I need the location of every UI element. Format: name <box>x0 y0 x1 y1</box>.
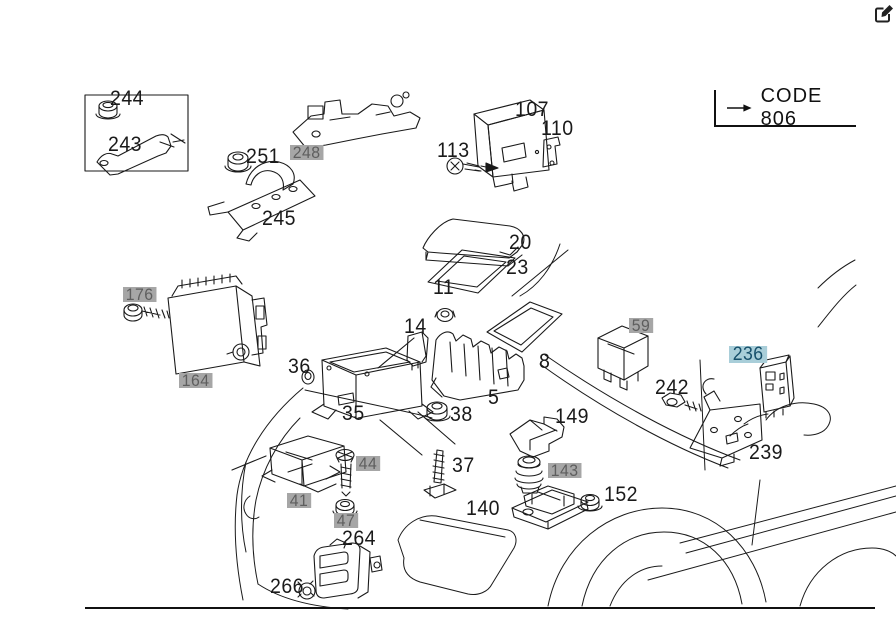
part-label-242: 242 <box>655 376 689 399</box>
code-label: CODE 806 <box>760 84 823 130</box>
drawing-107-110-113 <box>446 99 561 192</box>
part-label-140: 140 <box>466 497 500 520</box>
drawing-176-164 <box>123 273 268 375</box>
part-label-59[interactable]: 59 <box>629 317 654 334</box>
part-label-107: 107 <box>515 98 549 121</box>
bottom-border-line <box>85 607 875 609</box>
part-label-5: 5 <box>488 386 500 409</box>
part-label-143[interactable]: 143 <box>548 462 582 479</box>
part-label-264: 264 <box>342 527 376 550</box>
part-label-113: 113 <box>437 139 470 162</box>
drawing-14-5 <box>406 331 525 401</box>
part-label-176[interactable]: 176 <box>123 286 157 303</box>
drawing-59 <box>597 325 649 391</box>
part-label-20: 20 <box>509 231 532 254</box>
part-label-152: 152 <box>604 483 638 506</box>
part-label-38: 38 <box>450 403 473 426</box>
drawing-41 <box>231 435 347 493</box>
part-label-149: 149 <box>555 405 589 428</box>
drawing-243-244 <box>84 94 189 176</box>
drawing-236-242-239 <box>661 354 795 467</box>
drawing-20-23-11-8 <box>422 218 563 353</box>
drawing-248 <box>292 91 421 149</box>
drawing-44-37-47 <box>332 448 457 517</box>
code-806-callout: CODE 806 <box>714 85 856 130</box>
part-label-37: 37 <box>452 454 475 477</box>
part-label-266: 266 <box>270 575 304 598</box>
car-outline <box>234 243 896 610</box>
part-label-36: 36 <box>288 355 311 378</box>
part-label-44[interactable]: 44 <box>356 455 381 472</box>
part-label-164[interactable]: 164 <box>179 372 213 389</box>
part-label-248[interactable]: 248 <box>290 144 324 161</box>
drawing-245-251 <box>207 151 316 242</box>
part-label-11: 11 <box>433 276 455 299</box>
part-label-245: 245 <box>262 207 296 230</box>
part-label-251: 251 <box>246 145 280 168</box>
part-label-14: 14 <box>404 315 427 338</box>
drawing-143-152-140 <box>511 455 603 530</box>
edit-icon[interactable] <box>873 2 895 24</box>
part-label-110: 110 <box>541 117 574 140</box>
part-label-23: 23 <box>506 256 529 279</box>
part-label-8: 8 <box>539 350 551 373</box>
edit-pencil-icon <box>875 5 893 23</box>
part-label-236[interactable]: 236 <box>729 345 768 364</box>
part-label-239: 239 <box>749 441 783 464</box>
part-label-244: 244 <box>110 87 144 110</box>
part-label-41[interactable]: 41 <box>287 492 312 509</box>
drawing-264-266 <box>297 538 383 600</box>
arrow-right-icon <box>727 103 752 112</box>
part-label-35: 35 <box>342 402 365 425</box>
drawing-36-35-38 <box>301 337 456 456</box>
part-label-47[interactable]: 47 <box>334 512 359 529</box>
part-label-243: 243 <box>108 133 142 156</box>
